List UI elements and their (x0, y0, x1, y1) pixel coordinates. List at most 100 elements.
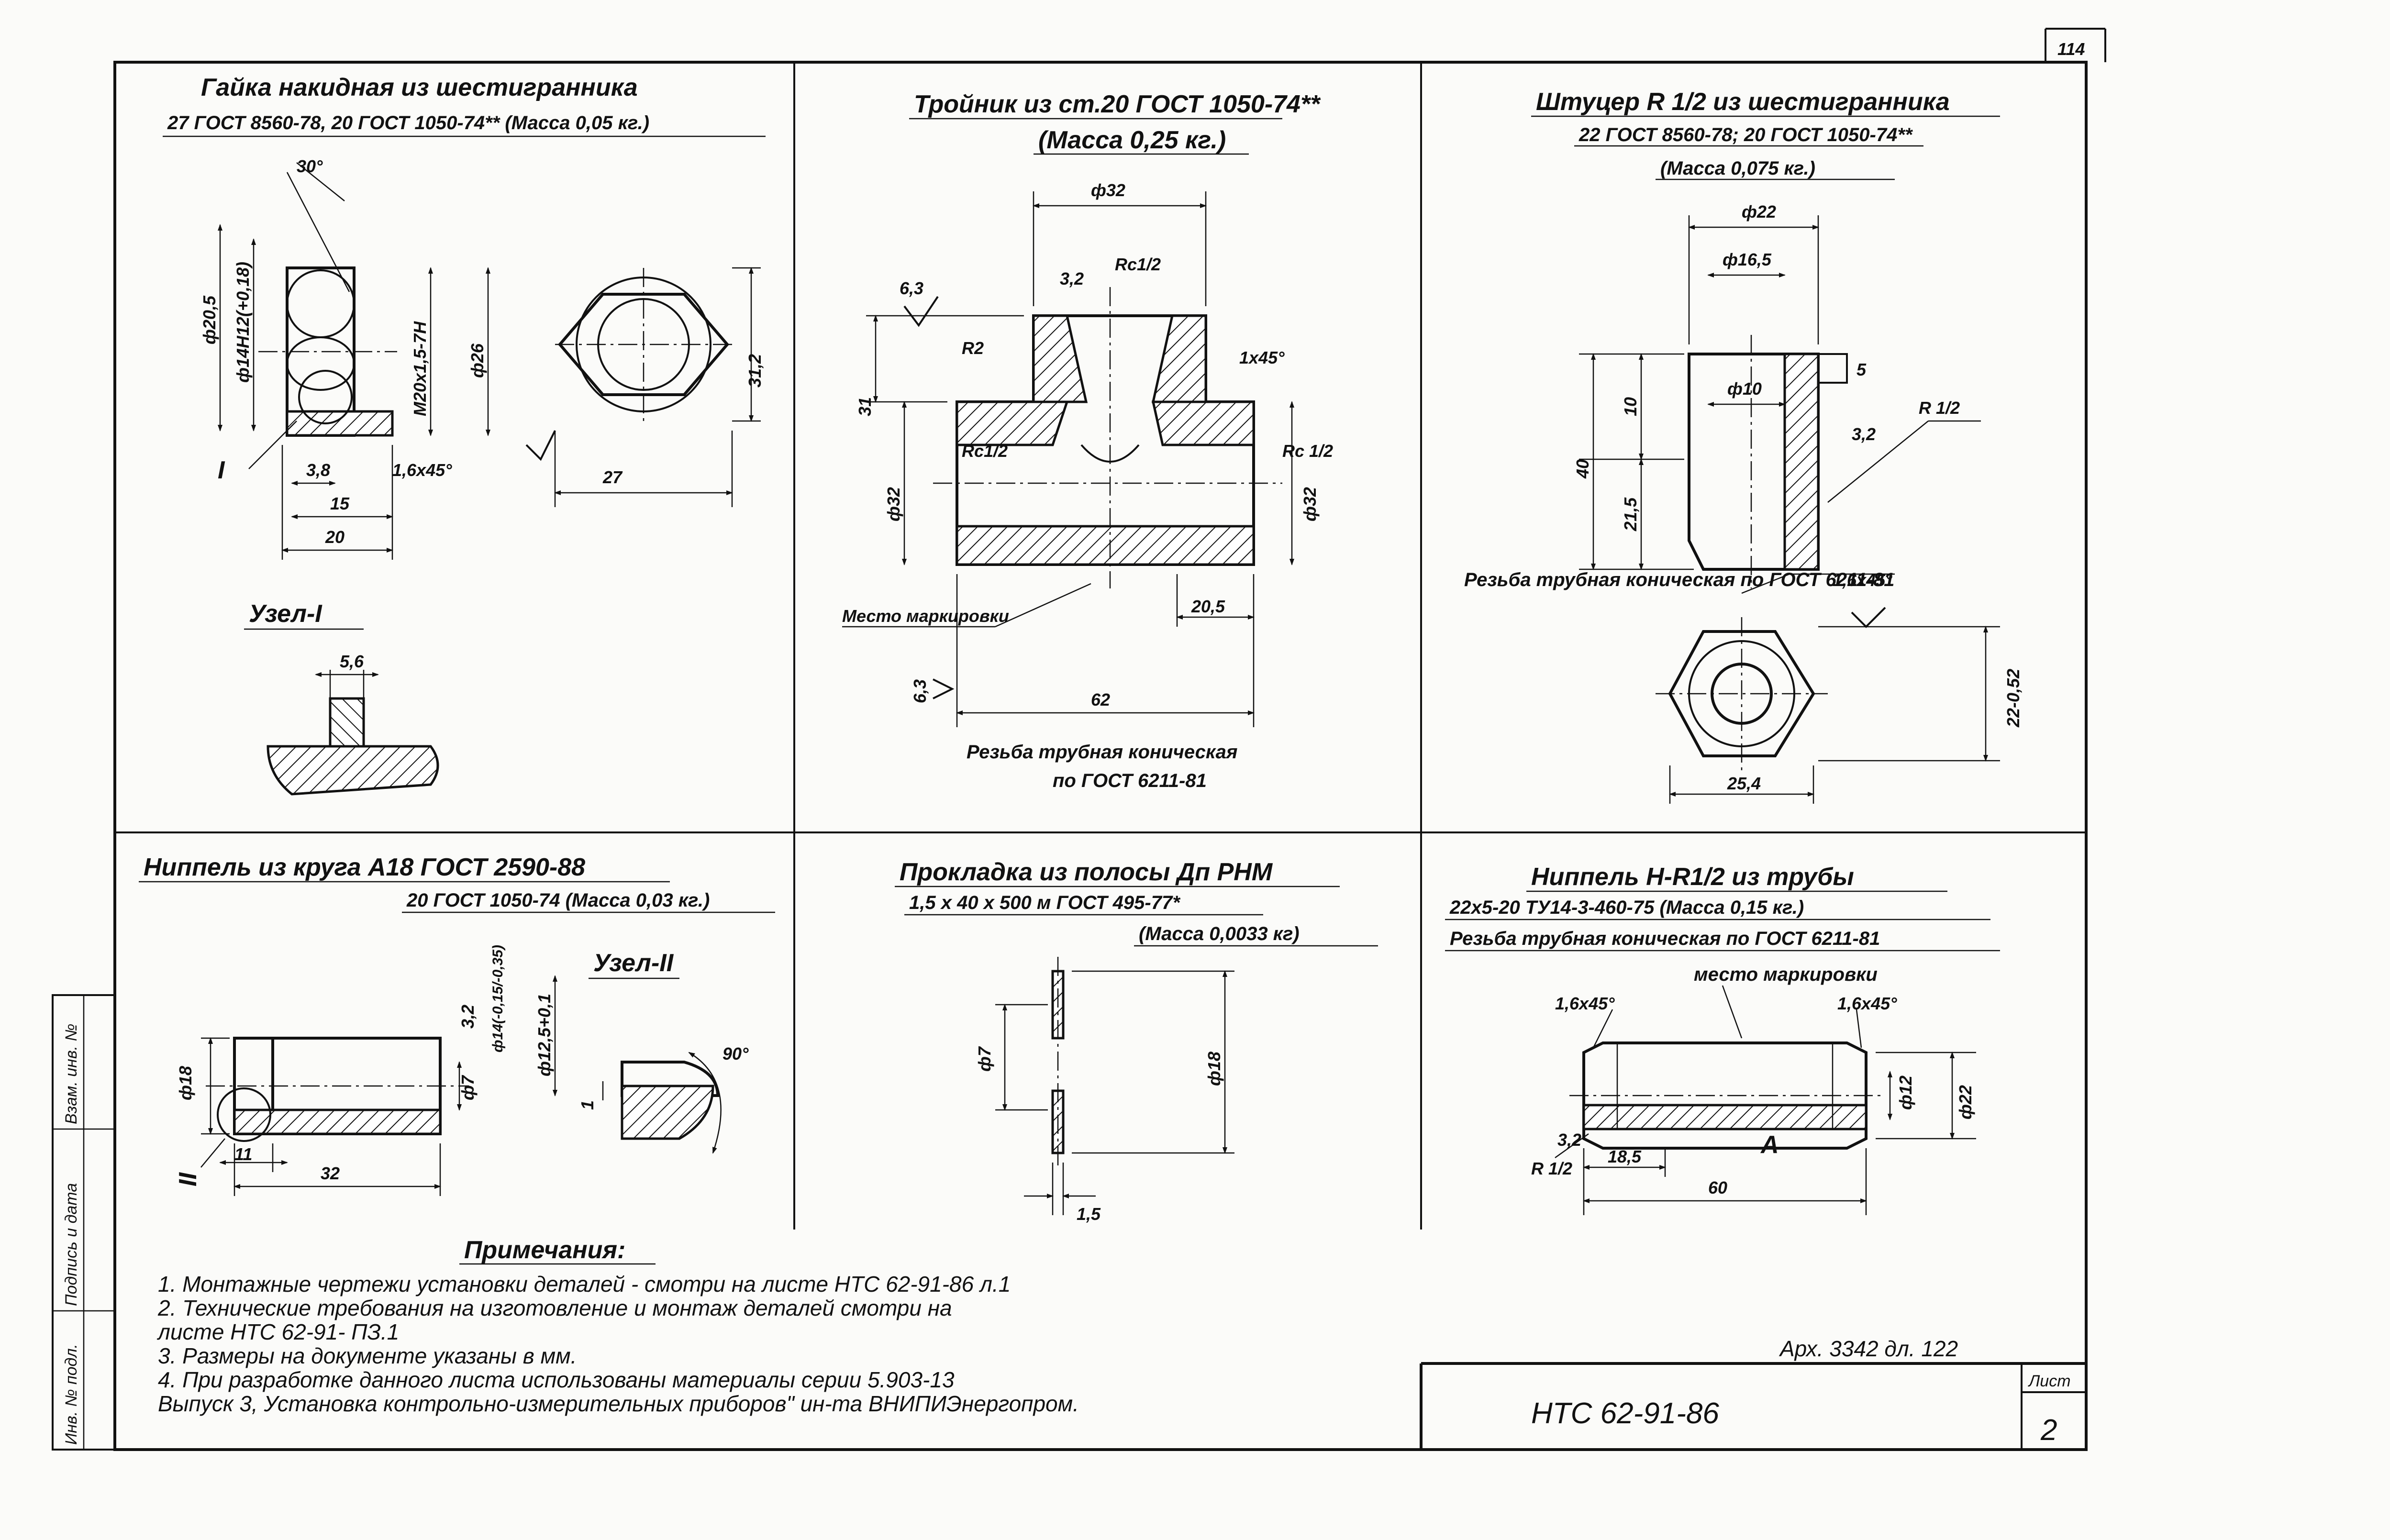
tee-dim-d32-top: ф32 (1091, 180, 1125, 200)
nut-dim-20: 20 (325, 527, 345, 547)
nipple-pipe-title-3: Резьба трубная коническая по ГОСТ 6211-8… (1450, 928, 1880, 949)
tee-dim-ra63-bottom: 6,3 (910, 679, 930, 703)
nut-node-detail (267, 670, 439, 796)
nipple-pipe-view (1555, 985, 1976, 1215)
nipple-pipe-dim-d12: ф12 (1896, 1075, 1915, 1110)
nut-dim-chamfer: 1,6x45° (392, 460, 452, 480)
note-line-4: 3. Размеры на документе указаны в мм. (158, 1343, 577, 1368)
note-line-2: 2. Технические требования на изготовлени… (157, 1296, 952, 1320)
gasket-title-2: 1,5 x 40 x 500 м ГОСТ 495-77* (909, 892, 1181, 913)
nipple-rod-view (200, 1037, 469, 1196)
nut-side-view (218, 162, 490, 560)
doc-code: НТС 62-91-86 (1531, 1397, 1719, 1430)
tee-dim-62: 62 (1091, 690, 1110, 709)
nut-dim-27: 27 (602, 467, 623, 487)
fitting-dim-d165: ф16,5 (1723, 250, 1772, 269)
nipple-pipe-dim-185: 18,5 (1608, 1147, 1642, 1166)
tee-section-view (842, 191, 1294, 727)
fitting-title-1: Штуцер R 1/2 из шестигранника (1536, 88, 1950, 116)
nipple-pipe-dim-r12: R 1/2 (1531, 1159, 1572, 1178)
fitting-dim-215: 21,5 (1621, 497, 1640, 532)
nipple-rod-node-label: II (174, 1172, 202, 1186)
list-label: Лист (2028, 1372, 2071, 1390)
nut-dim-d205: ф20,5 (200, 295, 219, 344)
side-stamp (52, 994, 116, 1451)
nut-dim-38: 3,8 (306, 460, 330, 480)
nut-hex-view (525, 267, 761, 507)
fitting-dim-10: 10 (1621, 397, 1640, 416)
tee-dim-r2: R2 (962, 338, 984, 358)
tee-dim-d32-right: ф32 (1300, 487, 1320, 521)
tee-dim-31: 31 (855, 397, 875, 416)
nipple-pipe-dim-32: 3,2 (1557, 1130, 1581, 1150)
nipple-rod-dim-angle: 90° (723, 1044, 749, 1064)
nipple-pipe-view-label: А (1760, 1131, 1779, 1159)
nipple-rod-title-2: 20 ГОСТ 1050-74 (Масса 0,03 кг.) (406, 890, 710, 911)
nut-dim-thread: M20x1,5-7H (410, 321, 430, 416)
note-line-5: 4. При разработке данного листа использо… (158, 1367, 955, 1392)
note-line-6: Выпуск 3, Установка контрольно-измерител… (158, 1391, 1079, 1416)
nut-node-label: I (218, 456, 225, 484)
tee-title-1: Тройник из ст.20 ГОСТ 1050-74** (914, 90, 1321, 118)
nipple-pipe-dim-chamfer-right: 1,6x45° (1837, 994, 1897, 1013)
nut-dim-312: 31,2 (745, 354, 765, 388)
nipple-rod-dim-d7: ф7 (458, 1075, 478, 1100)
nipple-pipe-dim-d22: ф22 (1956, 1085, 1975, 1119)
fitting-dim-40: 40 (1573, 459, 1592, 479)
nipple-rod-dim-d14: ф14(-0,15/-0,35) (490, 945, 506, 1053)
tee-dim-205: 20,5 (1191, 597, 1225, 616)
nipple-pipe-title-2: 22x5-20 ТУ14-3-460-75 (Масса 0,15 кг.) (1449, 897, 1804, 918)
note-line-1: 1. Монтажные чертежи установки деталей -… (158, 1272, 1011, 1296)
notes-title: Примечания: (464, 1236, 625, 1264)
gasket-section-view (995, 957, 1234, 1215)
gasket-title-1: Прокладка из полосы Дп РНМ (900, 858, 1273, 886)
fitting-dim-d10: ф10 (1727, 379, 1762, 399)
note-line-3: листе НТС 62-91- ПЗ.1 (156, 1319, 399, 1344)
stamp-signature-label: Подпись и дата (62, 1183, 80, 1306)
nut-title-1: Гайка накидная из шестигранника (201, 74, 638, 101)
fitting-title-3: (Масса 0,075 кг.) (1660, 158, 1815, 179)
nut-dim-d26: ф26 (467, 343, 487, 378)
nut-dim-d14: ф14Н12(+0,18) (233, 262, 253, 383)
fitting-dim-32: 3,2 (1852, 424, 1876, 444)
tee-dim-ra63: 6,3 (900, 278, 923, 298)
nipple-pipe-title-1: Ниппель Н-R1/2 из трубы (1531, 863, 1854, 891)
gasket-dim-d18: ф18 (1204, 1052, 1224, 1086)
fitting-thread-note: Резьба трубная коническая по ГОСТ 6211-8… (1464, 569, 1894, 590)
nipple-rod-dim-32-len: 32 (321, 1163, 340, 1183)
page-number: 114 (2057, 39, 2085, 59)
list-number: 2 (2040, 1414, 2057, 1447)
tee-title-2: (Масса 0,25 кг.) (1038, 126, 1226, 154)
fitting-title-2: 22 ГОСТ 8560-78; 20 ГОСТ 1050-74** (1579, 124, 1913, 145)
fitting-section-view (1579, 215, 1981, 594)
nipple-rod-dim-32: 3,2 (458, 1005, 478, 1029)
tee-dim-32: 3,2 (1060, 269, 1084, 288)
fitting-dim-254: 25,4 (1727, 774, 1761, 793)
tee-dim-rc-left: Rc1/2 (962, 441, 1008, 461)
nut-node-dim: 5,6 (340, 652, 364, 671)
tee-thread-note-1: Резьба трубная коническая (967, 742, 1237, 763)
nipple-rod-title-1: Ниппель из круга А18 ГОСТ 2590-88 (144, 853, 585, 881)
tee-thread-note-2: по ГОСТ 6211-81 (1053, 770, 1207, 791)
fitting-hex-view (1656, 607, 2000, 804)
tee-dim-d32-left: ф32 (884, 487, 903, 521)
nut-title-2: 27 ГОСТ 8560-78, 20 ГОСТ 1050-74** (Масс… (167, 112, 649, 133)
tee-dim-rc-right: Rc 1/2 (1282, 441, 1333, 461)
nipple-rod-dim-1: 1 (578, 1100, 597, 1110)
nipple-rod-node-detail (553, 975, 722, 1154)
tee-mark-label: Место маркировки (842, 606, 1009, 626)
stamp-inv-label: Инв. № подл. (62, 1344, 80, 1445)
fitting-dim-chamfer: 1,6x45° (1833, 570, 1892, 590)
fitting-dim-5: 5 (1856, 360, 1867, 379)
nipple-rod-node-title: Узел-II (593, 949, 674, 977)
tee-dim-rc-top: Rc1/2 (1115, 255, 1161, 274)
nut-dim-15: 15 (330, 494, 350, 513)
nut-node-title: Узел-I (249, 600, 322, 628)
nipple-pipe-dim-60: 60 (1708, 1178, 1727, 1197)
fitting-dim-22tol: 22-0,52 (2003, 669, 2023, 728)
nipple-rod-dim-d125: ф12,5+0,1 (534, 994, 554, 1076)
fitting-dim-d22: ф22 (1742, 202, 1776, 222)
stamp-replace-label: Взам. инв. № (62, 1024, 80, 1124)
